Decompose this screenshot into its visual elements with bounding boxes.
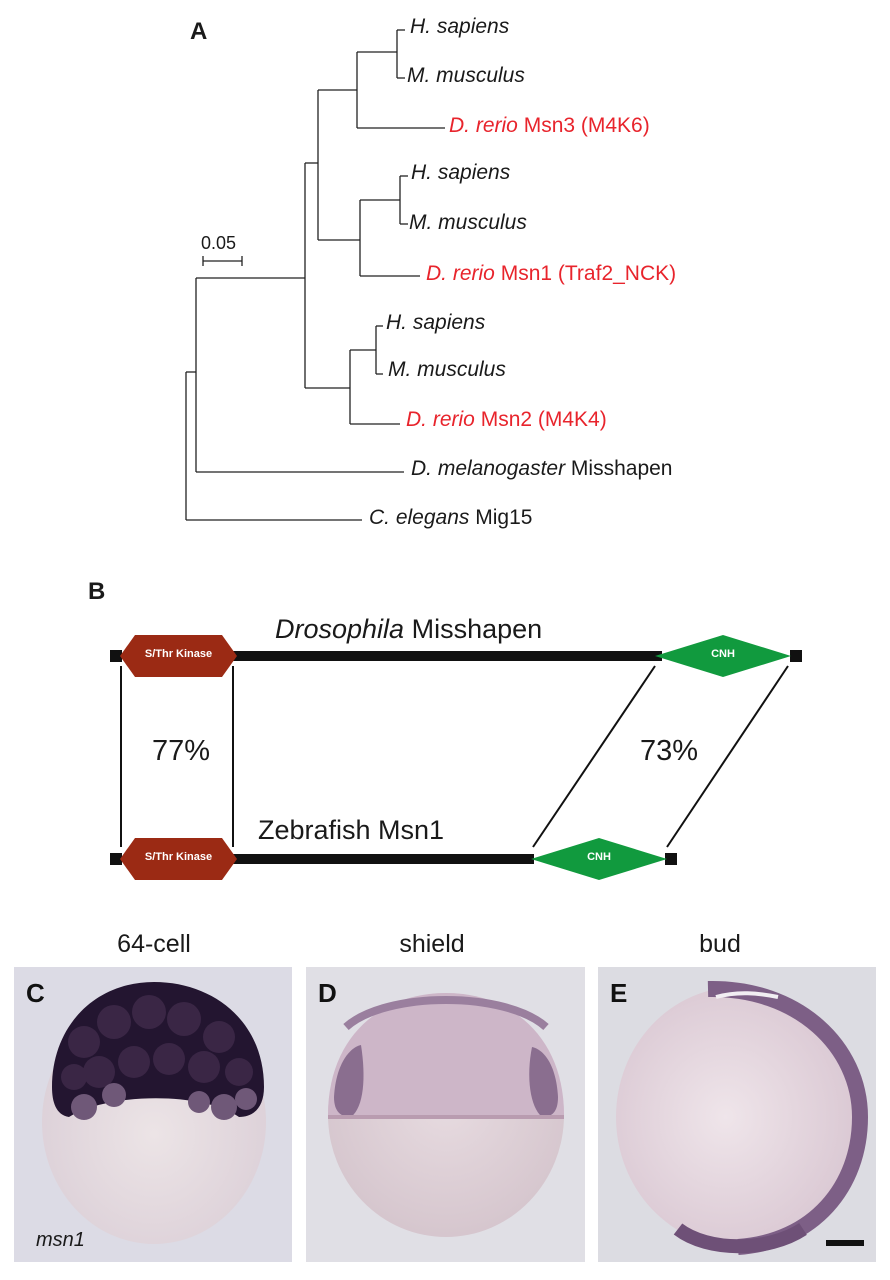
panel-a-label: A xyxy=(190,18,208,45)
cnh-domain-bottom xyxy=(531,838,667,880)
stage-label-bud: bud xyxy=(699,930,741,958)
cnh-label-top: CNH xyxy=(711,648,735,660)
stage-label-64-cell: 64-cell xyxy=(117,930,191,958)
embryo-photo-shield xyxy=(306,967,585,1262)
stage-label-shield: shield xyxy=(399,930,465,958)
tree-leaf-3: D. rerio Msn3 (M4K6) xyxy=(449,114,650,137)
embryo-64-cell-image xyxy=(42,982,266,1244)
embryo-bud-image xyxy=(616,980,869,1255)
embryo-shield-image xyxy=(328,993,564,1237)
cnh-domain-top xyxy=(655,635,791,677)
tree-leaf-7: H. sapiens xyxy=(386,311,486,334)
tree-leaf-11: C. elegans Mig15 xyxy=(369,506,533,529)
bottom-protein-title: Zebrafish Msn1 xyxy=(258,815,445,845)
kinase-label-top: S/Thr Kinase xyxy=(144,648,213,660)
tree-leaf-2: M. musculus xyxy=(407,64,525,87)
tree-leaf-4: H. sapiens xyxy=(411,161,511,184)
tree-leaf-9: D. rerio Msn2 (M4K4) xyxy=(406,408,607,431)
kinase-domain-bottom xyxy=(120,838,237,880)
panel-d-label: D xyxy=(318,978,337,1008)
cnh-identity: 73% xyxy=(640,735,699,767)
kinase-identity: 77% xyxy=(152,735,211,767)
tree-leaf-1: H. sapiens xyxy=(410,15,510,38)
top-protein-title: Drosophila Misshapen xyxy=(275,614,543,644)
panel-c-label: C xyxy=(26,978,45,1008)
gene-label: msn1 xyxy=(36,1229,85,1251)
kinase-domain-top xyxy=(120,635,237,677)
scale-bar-label: 0.05 xyxy=(201,233,237,253)
cnh-label-bottom: CNH xyxy=(587,851,611,863)
tree-leaf-6: D. rerio Msn1 (Traf2_NCK) xyxy=(426,262,677,285)
tree-leaf-8: M. musculus xyxy=(388,358,506,381)
domain-diagram xyxy=(110,635,802,880)
tree-leaf-10: D. melanogaster Misshapen xyxy=(411,457,673,480)
embryo-photo-64-cell: msn1 xyxy=(14,967,292,1262)
kinase-label-bottom: S/Thr Kinase xyxy=(144,851,213,863)
scale-bar xyxy=(826,1240,864,1246)
embryo-photo-bud xyxy=(598,967,876,1262)
tree-leaf-5: M. musculus xyxy=(409,211,527,234)
phylogenetic-tree xyxy=(185,29,445,521)
panel-e-label: E xyxy=(610,978,628,1008)
panel-b-label: B xyxy=(88,578,106,605)
